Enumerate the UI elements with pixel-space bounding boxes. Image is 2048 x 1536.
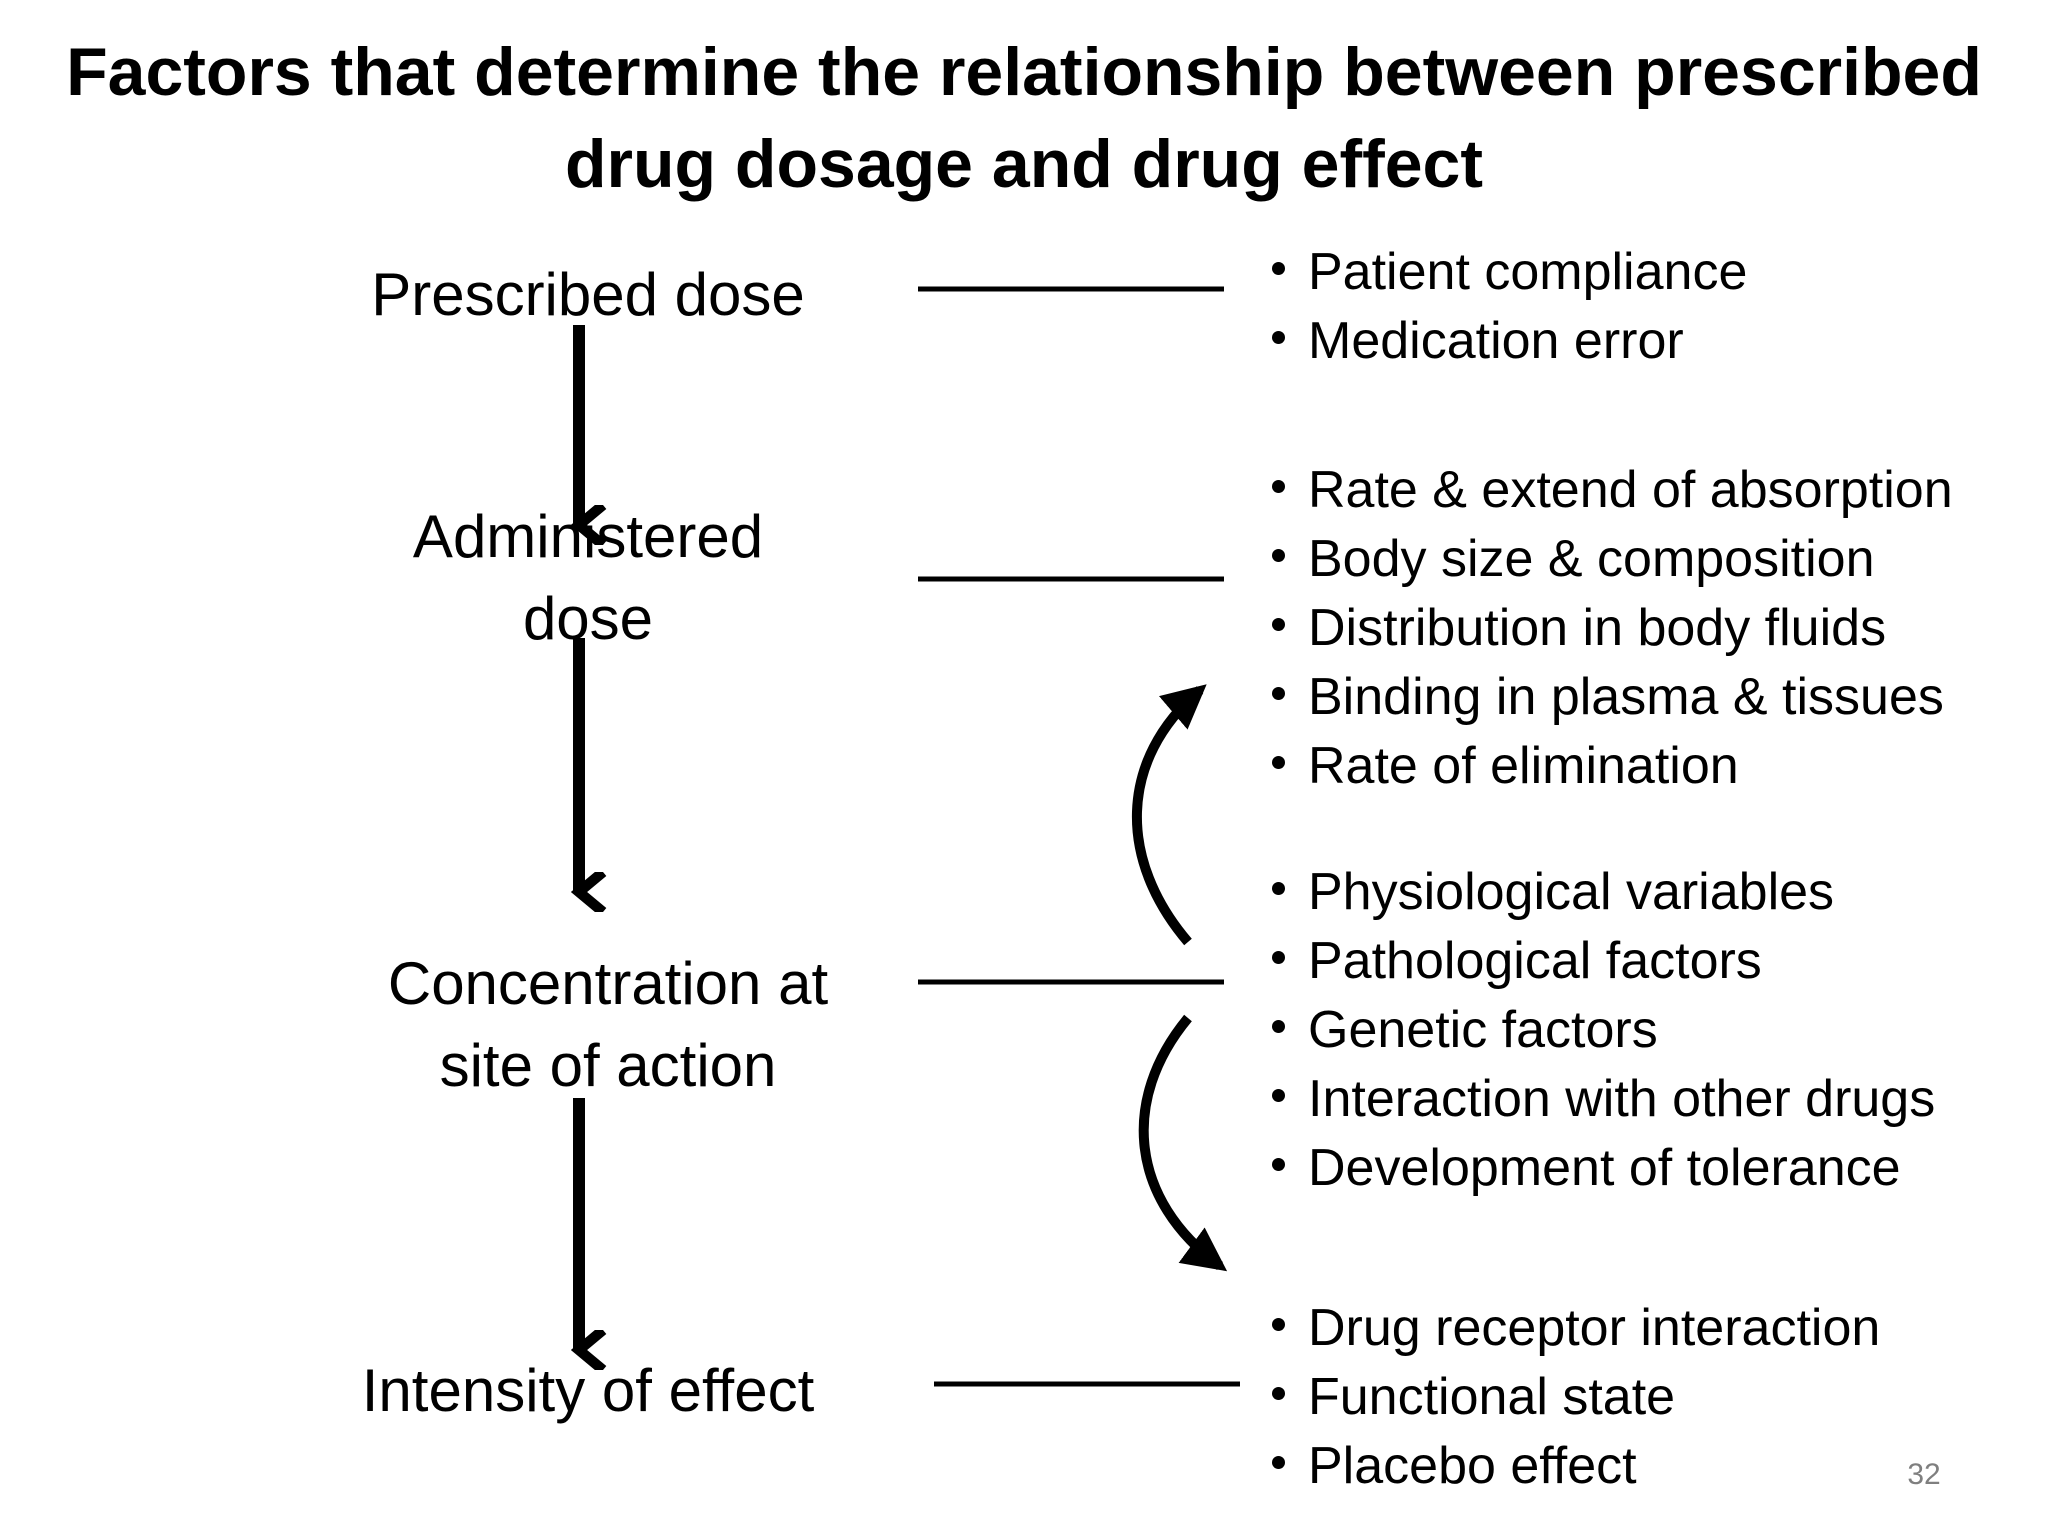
factor-item: Interaction with other drugs bbox=[1272, 1065, 1935, 1134]
stage-prescribed-dose: Prescribed dose bbox=[328, 254, 848, 336]
slide-title-line-2: drug dosage and drug effect bbox=[564, 126, 1484, 202]
factor-item: Binding in plasma & tissues bbox=[1272, 663, 1953, 732]
factor-item: Genetic factors bbox=[1272, 996, 1935, 1065]
factor-item: Rate & extend of absorption bbox=[1272, 456, 1953, 525]
stage-label-line: Intensity of effect bbox=[361, 1357, 815, 1424]
factor-item: Body size & composition bbox=[1272, 525, 1953, 594]
stage-administered-dose: Administered dose bbox=[328, 496, 848, 660]
factor-group-variables: Physiological variables Pathological fac… bbox=[1272, 858, 1935, 1203]
factor-item: Distribution in body fluids bbox=[1272, 594, 1953, 663]
factor-group-pharmacokinetic: Rate & extend of absorption Body size & … bbox=[1272, 456, 1953, 801]
factor-item: Medication error bbox=[1272, 307, 1747, 376]
stage-label-line: Concentration at bbox=[387, 950, 829, 1017]
slide-title: Factors that determine the relationship … bbox=[0, 26, 2048, 210]
stage-concentration-at-site: Concentration at site of action bbox=[328, 943, 888, 1107]
factor-item: Rate of elimination bbox=[1272, 732, 1953, 801]
stage-label-line: Prescribed dose bbox=[371, 261, 805, 328]
curved-arrow-up bbox=[1132, 684, 1207, 946]
factor-group-pharmacodynamic: Drug receptor interaction Functional sta… bbox=[1272, 1294, 1880, 1501]
slide-title-line-1: Factors that determine the relationship … bbox=[66, 34, 1982, 110]
factor-item: Placebo effect bbox=[1272, 1432, 1880, 1501]
factor-item: Pathological factors bbox=[1272, 927, 1935, 996]
factor-item: Physiological variables bbox=[1272, 858, 1935, 927]
factor-group-compliance: Patient compliance Medication error bbox=[1272, 238, 1747, 376]
curved-arrow-down bbox=[1138, 1014, 1228, 1272]
factor-item: Drug receptor interaction bbox=[1272, 1294, 1880, 1363]
stage-label-line: dose bbox=[522, 585, 654, 652]
stage-intensity-of-effect: Intensity of effect bbox=[318, 1350, 858, 1432]
stage-label-line: site of action bbox=[439, 1032, 777, 1099]
stage-label-line: Administered bbox=[412, 503, 764, 570]
factor-item: Development of tolerance bbox=[1272, 1134, 1935, 1203]
slide-page-number: 32 bbox=[1907, 1458, 1941, 1491]
factor-item: Patient compliance bbox=[1272, 238, 1747, 307]
factor-item: Functional state bbox=[1272, 1363, 1880, 1432]
